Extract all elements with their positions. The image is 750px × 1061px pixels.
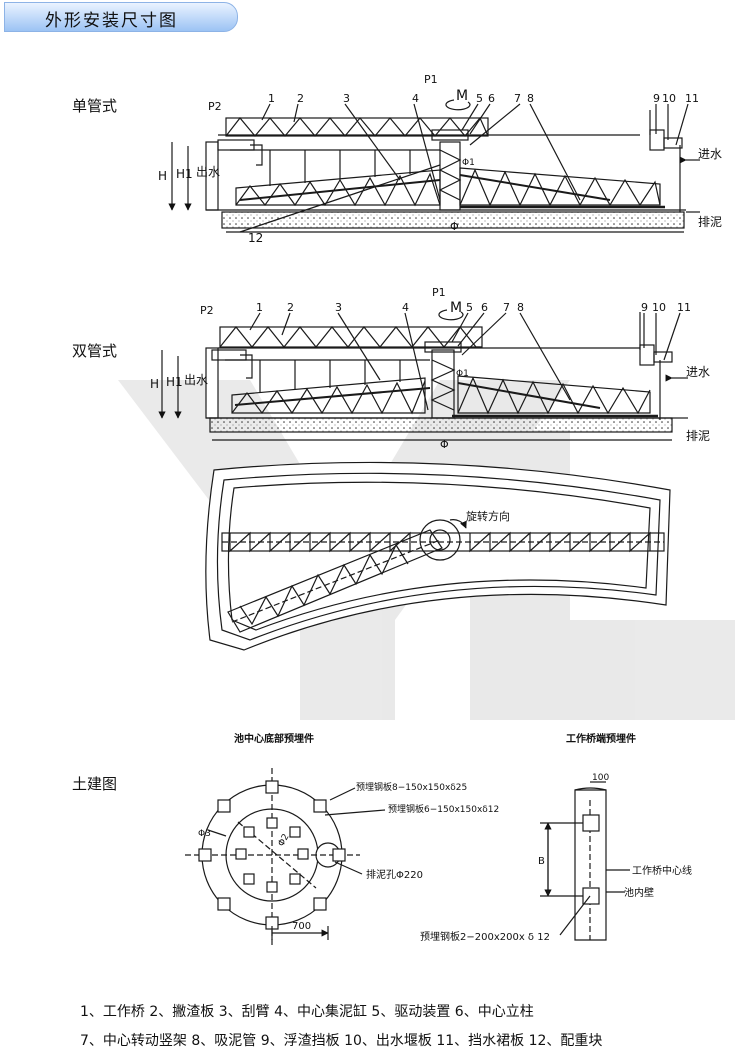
- label-plate2: 预埋钢板6−150x150xδ12: [388, 803, 499, 815]
- num-7-single: 7: [514, 92, 521, 105]
- legend-line-1: 1、工作桥 2、撇渣板 3、刮臂 4、中心集泥缸 5、驱动装置 6、中心立柱: [80, 1004, 534, 1020]
- label-phi2: Φ2: [277, 832, 292, 848]
- label-pool-inner-wall: 池内壁: [624, 886, 654, 899]
- label-bridge-centerline: 工作桥中心线: [632, 864, 692, 877]
- num-4-single: 4: [412, 92, 419, 105]
- num-6-double: 6: [481, 301, 488, 314]
- num-11-single: 11: [685, 92, 699, 105]
- label-m-single: M: [456, 88, 468, 104]
- bridge-end-embed-title: 工作桥端预埋件: [566, 732, 636, 745]
- legend-line-2: 7、中心转动竖架 8、吸泥管 9、浮渣挡板 10、出水堰板 11、挡水裙板 12…: [80, 1033, 603, 1049]
- num-8-double: 8: [517, 301, 524, 314]
- label-m-double: M: [450, 300, 462, 316]
- label-phi-single: Φ: [450, 220, 459, 233]
- label-p2-single: P2: [208, 100, 222, 113]
- label-phi1-double: Φ1: [456, 369, 469, 379]
- plan-view: [205, 461, 671, 651]
- label-sludge-double: 排泥: [686, 429, 710, 443]
- num-3-double: 3: [335, 301, 342, 314]
- num-5-single: 5: [476, 92, 483, 105]
- label-p2-double: P2: [200, 304, 214, 317]
- num-6-single: 6: [488, 92, 495, 105]
- label-sludge-single: 排泥: [698, 215, 722, 229]
- label-phi-double: Φ: [440, 438, 449, 451]
- label-rotation-direction: 旋转方向: [466, 509, 510, 523]
- section-title-tab: 外形安装尺寸图: [4, 2, 238, 32]
- num-3-single: 3: [343, 92, 350, 105]
- num-2-single: 2: [297, 92, 304, 105]
- label-dim-700: 700: [292, 921, 311, 932]
- double-pipe-label: 双管式: [72, 342, 118, 360]
- num-1-double: 1: [256, 301, 263, 314]
- center-embed-title: 池中心底部预埋件: [234, 732, 314, 745]
- label-h1-double: H1: [166, 375, 183, 389]
- label-p1-double: P1: [432, 286, 446, 299]
- center-embed-plan: [185, 768, 386, 945]
- num-8-single: 8: [527, 92, 534, 105]
- label-sludge-hole: 排泥孔Φ220: [366, 868, 423, 881]
- label-plate1: 预埋钢板8−150x150xδ25: [356, 781, 467, 793]
- label-plate3: 预埋钢板2−200x200x δ 12: [420, 930, 550, 943]
- page-title: 外形安装尺寸图: [45, 11, 178, 31]
- label-dim-100: 100: [592, 773, 609, 783]
- double-pipe-elevation: [158, 309, 688, 441]
- label-h-double: H: [150, 377, 159, 391]
- num-10-single: 10: [662, 92, 676, 105]
- num-5-double: 5: [466, 301, 473, 314]
- num-10-double: 10: [652, 301, 666, 314]
- civil-drawing-label: 土建图: [72, 775, 118, 793]
- label-outlet-double: 出水: [184, 373, 208, 387]
- num-9-double: 9: [641, 301, 648, 314]
- single-pipe-label: 单管式: [72, 97, 118, 115]
- num-11-double: 11: [677, 301, 691, 314]
- num-4-double: 4: [402, 301, 409, 314]
- single-pipe-elevation: [168, 99, 700, 233]
- label-h1-single: H1: [176, 167, 193, 181]
- label-phi1-single: Φ1: [462, 158, 475, 168]
- label-dim-b: B: [538, 856, 545, 867]
- num-7-double: 7: [503, 301, 510, 314]
- num-2-double: 2: [287, 301, 294, 314]
- label-12-single: 12: [248, 231, 263, 245]
- label-inlet-double: 进水: [686, 365, 710, 379]
- label-phi3: Φ3: [198, 829, 211, 839]
- num-9-single: 9: [653, 92, 660, 105]
- label-outlet-single: 出水: [196, 165, 220, 179]
- label-h-single: H: [158, 169, 167, 183]
- bridge-end-embed: [540, 781, 630, 941]
- label-inlet-single: 进水: [698, 147, 722, 161]
- num-1-single: 1: [268, 92, 275, 105]
- label-p1-single: P1: [424, 73, 438, 86]
